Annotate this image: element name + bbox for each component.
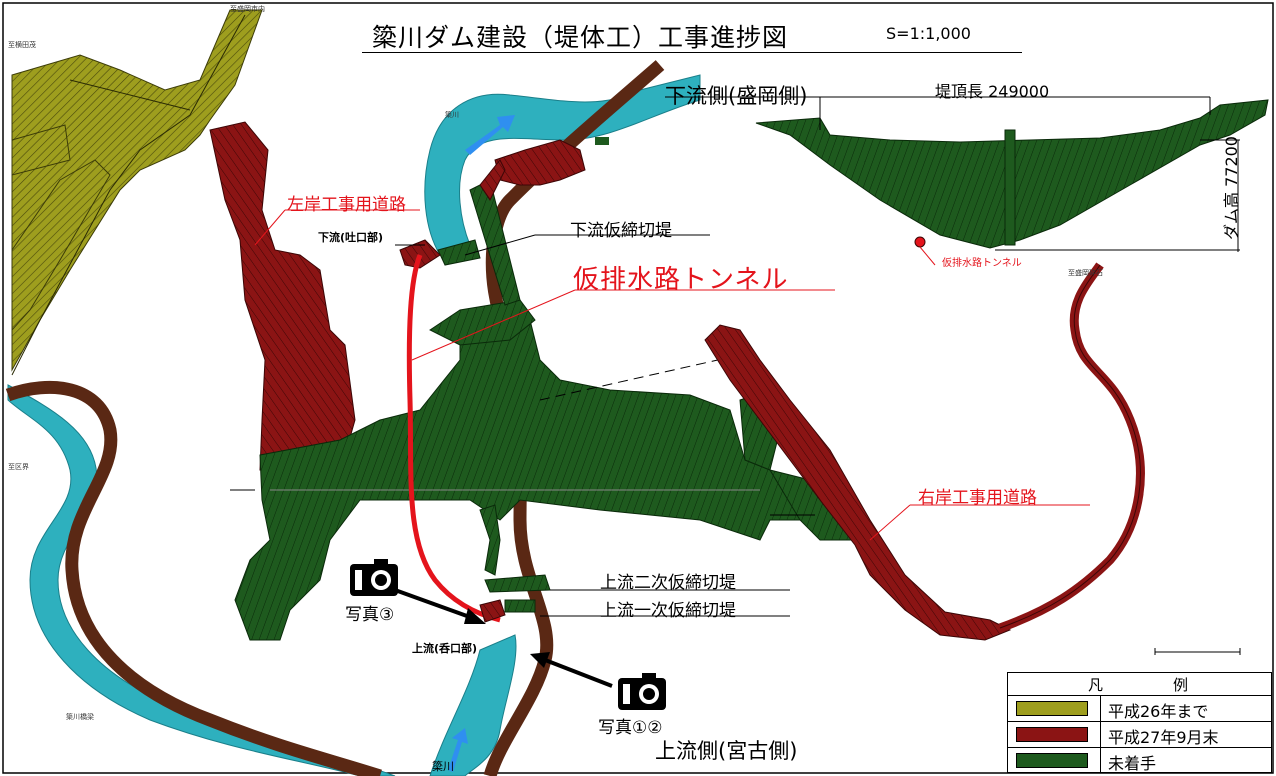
legend-row-not-started: 未着手 bbox=[1008, 748, 1271, 773]
left-bank-road-area bbox=[209, 121, 356, 471]
road-lower-left bbox=[5, 380, 382, 776]
map-label-river: 簗川 bbox=[445, 111, 459, 119]
upstream-secondary-cofferdam-label: 上流二次仮締切堤 bbox=[600, 573, 736, 593]
completed-h26-road-branch bbox=[11, 159, 111, 332]
map-label-bridge: 簗川橋梁 bbox=[66, 713, 94, 721]
map-scale: S=1:1,000 bbox=[886, 24, 971, 43]
left-bank-road-label: 左岸工事用道路 bbox=[287, 195, 406, 215]
legend-swatch-not-started bbox=[1016, 753, 1088, 768]
crest-length-label: 堤頂長 249000 bbox=[935, 82, 1050, 101]
dam-height-label: ダム高 77200 bbox=[1222, 136, 1241, 240]
diversion-tunnel-label: 仮排水路トンネル bbox=[573, 265, 789, 295]
map-label-top-2: 至横田茂 bbox=[8, 41, 36, 49]
not-started-cofferdam-lower bbox=[504, 599, 536, 613]
right-bank-road-extension-edge bbox=[999, 264, 1141, 629]
completed-h27-downstream-works bbox=[494, 139, 586, 186]
legend-header: 凡 例 bbox=[1008, 673, 1271, 696]
dam-intake-tower bbox=[1004, 129, 1016, 246]
upstream-inlet-label: 上流(呑口部) bbox=[412, 642, 478, 655]
not-started-access-road bbox=[479, 504, 501, 576]
map-label-district: 至区界 bbox=[8, 463, 29, 471]
legend-row-h26: 平成26年まで bbox=[1008, 696, 1271, 722]
photo12-arrow-shaft bbox=[539, 656, 613, 688]
completed-h27-connector bbox=[479, 159, 506, 201]
camera-icon-photo3 bbox=[350, 559, 398, 596]
legend: 凡 例 平成26年まで 平成27年9月末 未着手 bbox=[1007, 672, 1272, 773]
photo12-label: 写真①② bbox=[598, 718, 663, 738]
flow-arrow-upstream bbox=[448, 728, 468, 772]
downstream-cofferdam-label: 下流仮締切堤 bbox=[570, 221, 672, 241]
elevation-tunnel-label: 仮排水路トンネル bbox=[942, 258, 1022, 269]
tunnel-marker-leader bbox=[919, 246, 936, 266]
not-started-cofferdam-upper bbox=[484, 574, 551, 593]
completed-h26-road-main bbox=[11, 124, 71, 176]
page-title: 簗川ダム建設（堤体工）工事進捗図 bbox=[372, 23, 789, 52]
not-started-cofferdam-downstream bbox=[437, 239, 481, 266]
not-started-upper-structure bbox=[429, 299, 536, 346]
diversion-tunnel-path bbox=[406, 254, 501, 623]
highway-lane-line-2 bbox=[69, 79, 191, 111]
legend-header-right: 例 bbox=[1173, 676, 1189, 694]
legend-label-h26: 平成26年まで bbox=[1108, 702, 1209, 721]
downstream-outlet-label: 下流(吐口部) bbox=[318, 231, 384, 244]
completed-h27-outlet bbox=[399, 239, 441, 269]
right-bank-road-area bbox=[704, 324, 1012, 641]
completed-h26-road-area bbox=[11, 9, 263, 372]
tunnel-marker bbox=[914, 236, 926, 248]
upstream-primary-cofferdam-label: 上流一次仮締切堤 bbox=[600, 601, 736, 621]
legend-label-not-started: 未着手 bbox=[1108, 754, 1157, 773]
right-bank-road-extension bbox=[998, 262, 1145, 633]
completed-h27-inlet bbox=[479, 599, 506, 623]
river-downstream bbox=[424, 74, 701, 256]
river-upstream bbox=[429, 634, 517, 776]
legend-row-h27: 平成27年9月末 bbox=[1008, 722, 1271, 748]
legend-swatch-h27 bbox=[1016, 727, 1088, 742]
camera-icon-photo12 bbox=[618, 673, 666, 710]
photo3-label: 写真③ bbox=[345, 605, 395, 625]
title-underline bbox=[362, 52, 1022, 53]
map-label-river-bottom: 簗川 bbox=[432, 760, 454, 773]
leader-right-bank-road-2 bbox=[869, 504, 911, 541]
photo12-arrowhead bbox=[530, 652, 550, 668]
legend-divider bbox=[1100, 722, 1101, 747]
right-bank-road-label: 右岸工事用道路 bbox=[918, 488, 1037, 508]
legend-header-left: 凡 bbox=[1088, 676, 1104, 694]
legend-swatch-h26 bbox=[1016, 701, 1088, 716]
centerline-dash bbox=[539, 354, 741, 401]
small-green-block bbox=[595, 137, 609, 145]
leader-downstream-cofferdam-2 bbox=[464, 234, 536, 256]
leader-tunnel-2 bbox=[411, 289, 576, 361]
upstream-side-label: 上流側(宮古側) bbox=[655, 739, 798, 763]
highway-lane-line bbox=[11, 14, 246, 376]
photo3-arrowhead bbox=[464, 608, 486, 624]
leader-left-bank-road-2 bbox=[254, 209, 286, 246]
map-label-top-1: 至盛岡市内 bbox=[230, 5, 265, 13]
photo3-arrow-shaft bbox=[394, 588, 479, 622]
downstream-side-label: 下流側(盛岡側) bbox=[665, 84, 808, 108]
elevation-station-label: 至盛岡砕石 bbox=[1068, 269, 1103, 277]
flow-arrow-downstream bbox=[465, 115, 515, 155]
legend-label-h27: 平成27年9月末 bbox=[1108, 728, 1219, 747]
legend-divider bbox=[1100, 748, 1101, 773]
legend-divider bbox=[1100, 696, 1101, 721]
